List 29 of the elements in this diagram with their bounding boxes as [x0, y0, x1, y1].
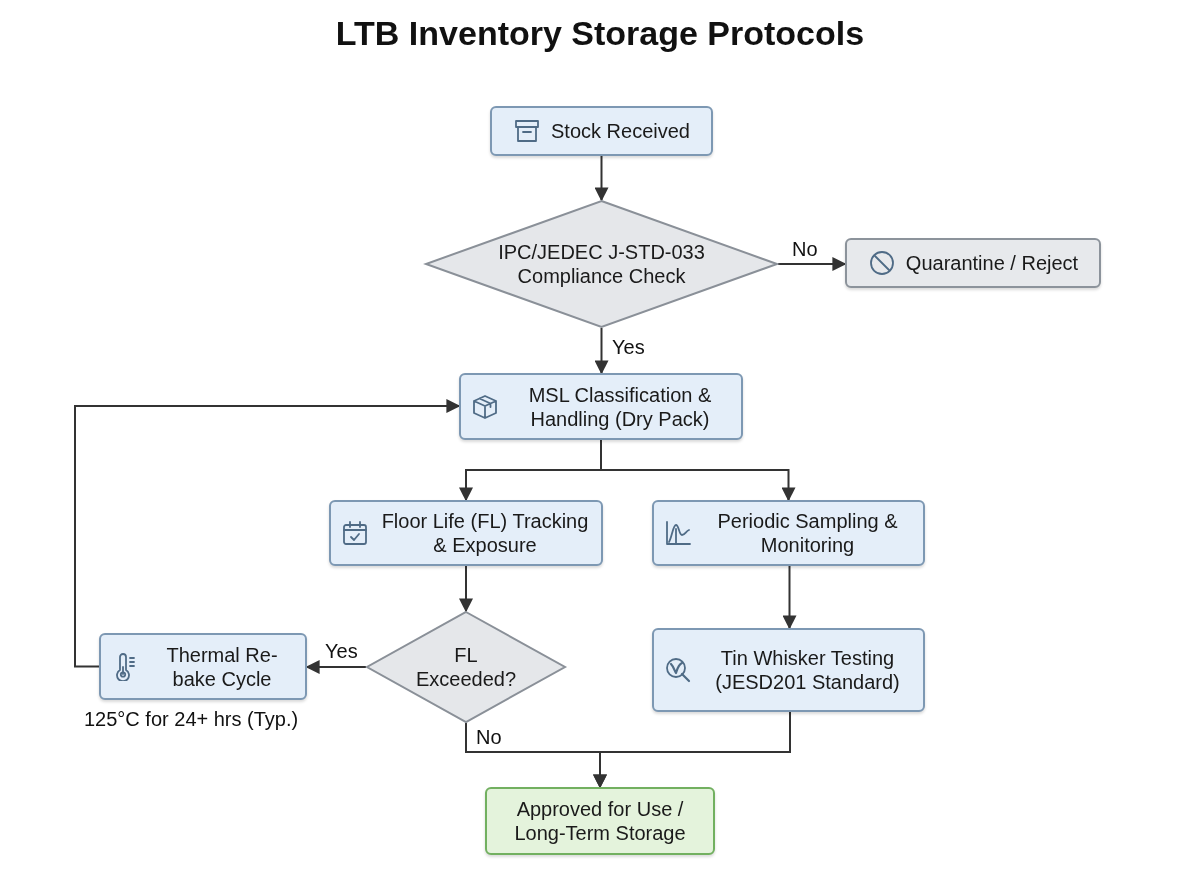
arrow [600, 439, 796, 502]
arrow [74, 399, 461, 668]
arrow [593, 711, 791, 789]
process-box [845, 238, 1101, 288]
step-text: Floor Life (FL) Tracking & Exposure [380, 509, 590, 557]
arrow [594, 327, 609, 375]
process-box [459, 373, 743, 440]
step-text: Approved for Use / Long-Term Storage [513, 797, 687, 845]
decision-text: IPC/JEDEC J-STD-033 Compliance Check [497, 240, 706, 288]
arrow [594, 155, 609, 202]
decision-text: FL Exceeded? [414, 643, 518, 691]
process-box [652, 500, 925, 566]
diagram-title: LTB Inventory Storage Protocols [334, 14, 866, 53]
arrow [305, 660, 367, 674]
step-text: Thermal Re-bake Cycle [165, 642, 279, 691]
process-box [485, 787, 715, 855]
process-box [99, 633, 307, 700]
arrow [459, 565, 473, 613]
step-text: Stock Received [551, 119, 690, 143]
step-text: Tin Whisker Testing (JESD201 Standard) [714, 646, 901, 694]
step-text: MSL Classification & Handling (Dry Pack) [527, 382, 713, 431]
arrow [777, 257, 847, 271]
process-box [490, 106, 713, 156]
step-text: Quarantine / Reject [905, 251, 1079, 275]
step-text: Periodic Sampling & Monitoring [716, 509, 899, 557]
node-caption: 125°C for 24+ hrs (Typ.) [84, 708, 299, 731]
arrow [782, 565, 797, 630]
process-box [329, 500, 603, 566]
process-box [652, 628, 925, 712]
